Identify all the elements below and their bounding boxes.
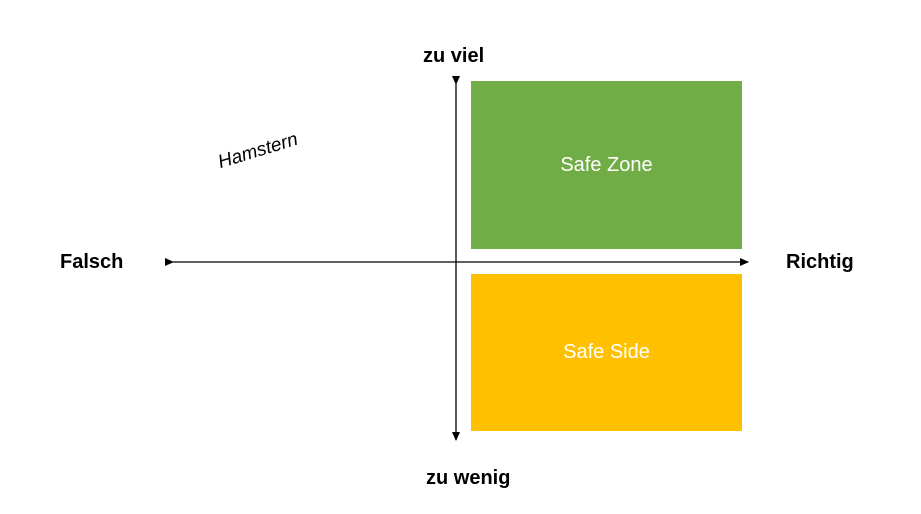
- axis-label-top: zu viel: [423, 45, 485, 67]
- safe-side-box: Safe Side: [471, 274, 742, 431]
- axis-label-bottom: zu wenig: [426, 467, 511, 489]
- axis-label-left: Falsch: [60, 251, 124, 273]
- axis-label-right: Richtig: [786, 251, 854, 273]
- safe-zone-box: Safe Zone: [471, 81, 742, 249]
- safe-side-label: Safe Side: [563, 341, 650, 363]
- safe-zone-label: Safe Zone: [560, 153, 653, 176]
